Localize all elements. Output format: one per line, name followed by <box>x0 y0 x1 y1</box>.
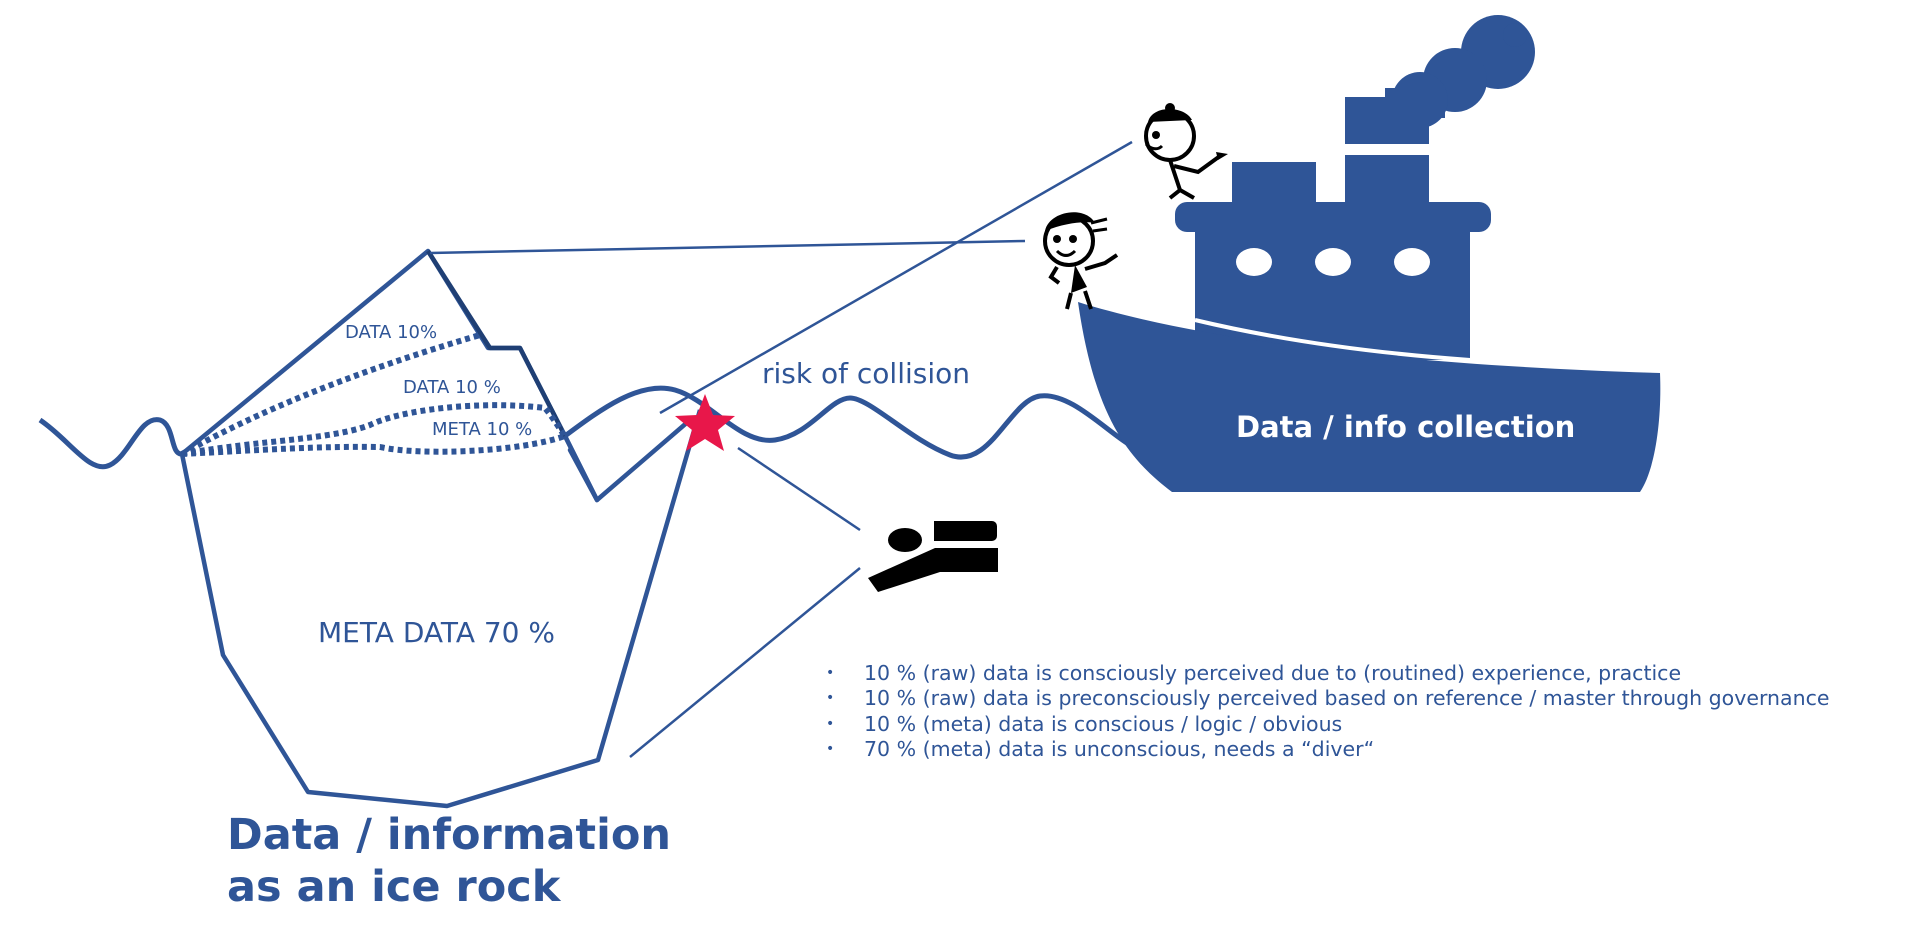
bullet-marker: • <box>826 665 835 681</box>
sight-line-girl <box>429 239 1026 255</box>
list-item-text: 10 % (raw) data is consciously perceived… <box>864 661 1682 685</box>
bullet-marker: • <box>826 715 835 732</box>
label-data-mid: DATA 10 % <box>403 377 501 398</box>
explanation-list: • 10 % (raw) data is consciously perceiv… <box>826 661 1829 762</box>
list-item: • 10 % (raw) data is consciously perceiv… <box>826 661 1829 686</box>
sea-wave-left <box>38 417 183 470</box>
bullet-marker: • <box>826 740 835 757</box>
list-item-text: 10 % (meta) data is conscious / logic / … <box>864 711 1343 736</box>
layer-line-data-mid <box>181 402 568 457</box>
layer-line-data-top <box>180 332 481 457</box>
title-line-2: as an ice rock <box>227 862 562 912</box>
sight-line-diver-lower <box>629 567 861 758</box>
bullet-marker: • <box>826 690 835 707</box>
diver-icon <box>868 521 998 592</box>
list-item: • 10 % (raw) data is preconsciously perc… <box>826 686 1829 711</box>
iceberg-underwater <box>179 409 703 809</box>
label-meta-large: META DATA 70 % <box>318 616 555 649</box>
collision-star-icon <box>675 394 735 451</box>
sight-line-man <box>659 140 1133 415</box>
girl-pointing-icon <box>1043 212 1119 310</box>
iceberg-right-notch <box>562 418 692 503</box>
list-item: • 10 % (meta) data is conscious / logic … <box>826 712 1829 737</box>
ship-label: Data / info collection <box>1236 410 1575 444</box>
man-pointing-icon <box>1144 103 1228 200</box>
steamship-icon <box>1078 15 1661 492</box>
label-data-top: DATA 10% <box>345 322 437 343</box>
sea-wave-right <box>563 385 1132 460</box>
label-meta-small: META 10 % <box>432 419 532 440</box>
label-risk: risk of collision <box>762 357 970 390</box>
title-line-1: Data / information <box>227 810 671 860</box>
layer-line-meta <box>181 433 567 457</box>
list-item-text: 10 % (raw) data is preconsciously percei… <box>864 686 1830 711</box>
iceberg-upper-face <box>426 249 568 438</box>
list-item: • 70 % (meta) data is unconscious, needs… <box>826 737 1829 762</box>
sight-line-diver-upper <box>737 446 861 532</box>
list-item-text: 70 % (meta) data is unconscious, needs a… <box>864 736 1375 761</box>
